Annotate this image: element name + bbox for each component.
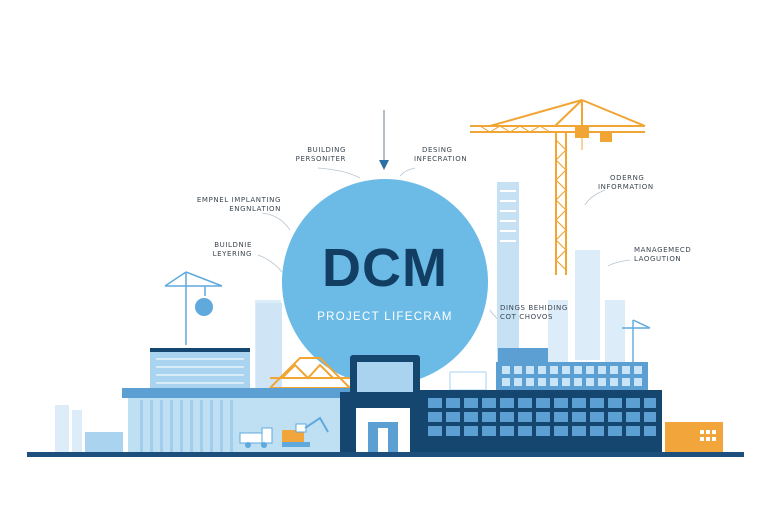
wrecking-ball bbox=[195, 298, 213, 316]
orange-shed bbox=[665, 422, 723, 452]
hub-title: DCM bbox=[322, 238, 448, 298]
right-apartment-block bbox=[449, 348, 648, 391]
skyscraper-icon bbox=[497, 182, 519, 362]
central-glass-building bbox=[420, 390, 662, 452]
hub-subtitle: PROJECT LIFECRAM bbox=[317, 311, 453, 323]
dcm-hub-circle bbox=[282, 179, 488, 385]
top-arrow bbox=[379, 110, 389, 170]
small-crane-icon bbox=[622, 319, 651, 365]
excavator-icon bbox=[282, 416, 329, 447]
small-crane-icon bbox=[164, 271, 223, 345]
ground-line bbox=[27, 452, 744, 457]
tower-crane-icon bbox=[470, 99, 646, 275]
left-building bbox=[150, 303, 282, 393]
truck-icon bbox=[239, 427, 273, 448]
entrance-gateway bbox=[340, 355, 426, 452]
low-warehouse bbox=[85, 388, 352, 453]
crane-hook-block bbox=[600, 132, 612, 142]
crane-counterweight bbox=[575, 126, 589, 138]
